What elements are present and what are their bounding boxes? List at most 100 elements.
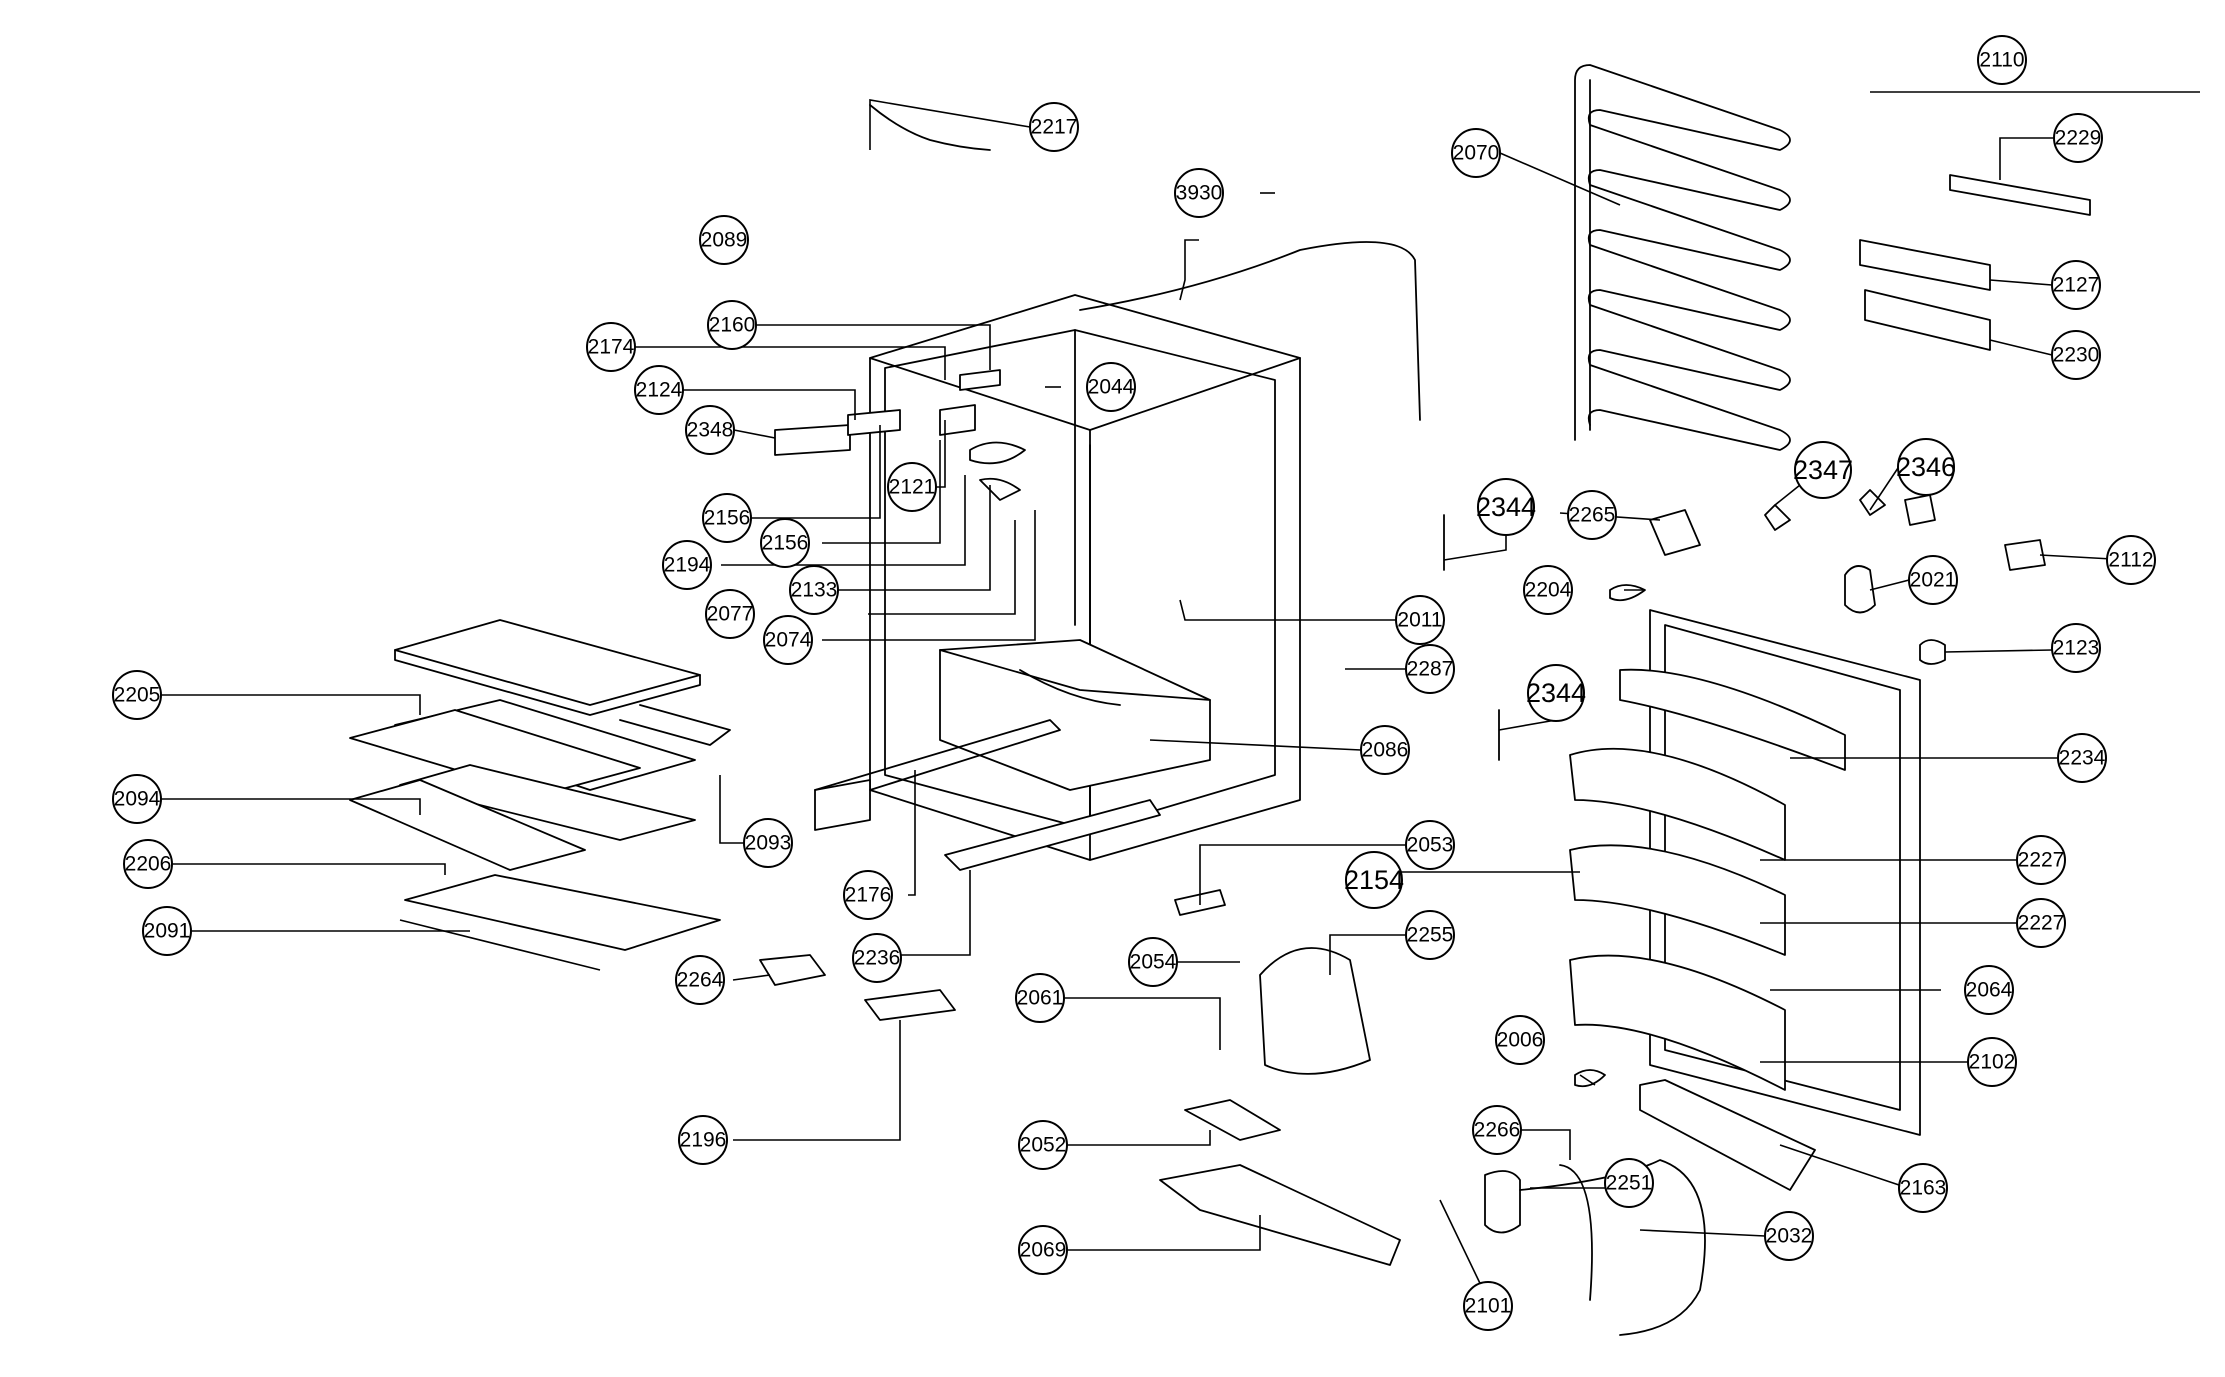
- svg-text:2086: 2086: [1362, 739, 1409, 762]
- svg-text:2251: 2251: [1606, 1172, 1653, 1195]
- svg-text:2127: 2127: [2053, 274, 2100, 297]
- svg-text:2089: 2089: [701, 229, 748, 252]
- svg-text:2236: 2236: [854, 947, 901, 970]
- svg-text:2091: 2091: [144, 920, 191, 943]
- svg-text:2124: 2124: [636, 379, 683, 402]
- svg-text:2133: 2133: [791, 579, 838, 602]
- callout-bubble: 2121: [887, 462, 937, 512]
- callout-bubble: 2156: [760, 518, 810, 568]
- callout-bubble: 2101: [1463, 1281, 1513, 1331]
- callout-bubble: 2348: [685, 405, 735, 455]
- callout-bubble: 2346: [1896, 438, 1956, 496]
- svg-text:2011: 2011: [1397, 609, 1442, 632]
- svg-text:2206: 2206: [125, 853, 172, 876]
- svg-text:2044: 2044: [1088, 376, 1135, 399]
- svg-text:2061: 2061: [1017, 987, 1064, 1010]
- svg-text:2093: 2093: [745, 832, 792, 855]
- svg-text:2255: 2255: [1407, 924, 1454, 947]
- door-assembly: [1569, 609, 1921, 1191]
- svg-text:2194: 2194: [664, 554, 711, 577]
- callout-bubble: 2094: [112, 774, 162, 824]
- callouts: 2217 3930 2089 2160 2174 2044 2124 2348 …: [112, 35, 2156, 1331]
- svg-text:2234: 2234: [2059, 747, 2106, 770]
- svg-text:2156: 2156: [762, 532, 809, 555]
- svg-text:2123: 2123: [2053, 637, 2100, 660]
- svg-text:2344: 2344: [1476, 492, 1536, 522]
- svg-text:2348: 2348: [687, 419, 734, 442]
- callout-bubble: 2344: [1476, 478, 1536, 536]
- small-hardware: [759, 174, 2091, 1088]
- crisper-drawer-2086: [939, 639, 1211, 791]
- callout-bubble: 2266: [1472, 1105, 1522, 1155]
- callout-bubble: 2176: [843, 870, 893, 920]
- svg-text:2006: 2006: [1497, 1029, 1544, 1052]
- svg-text:2287: 2287: [1407, 658, 1454, 681]
- callout-bubble: 2160: [707, 300, 757, 350]
- svg-text:2229: 2229: [2055, 127, 2102, 150]
- svg-text:2266: 2266: [1474, 1119, 1521, 1142]
- svg-text:2101: 2101: [1465, 1295, 1512, 1318]
- svg-text:2227: 2227: [2018, 849, 2065, 872]
- callout-bubble: 2174: [586, 322, 636, 372]
- callout-bubble: 2236: [852, 933, 902, 983]
- callout-bubble: 2227: [2016, 835, 2066, 885]
- callout-bubble: 2123: [2051, 623, 2101, 673]
- shelves: [349, 619, 731, 971]
- callout-bubble: 2006: [1495, 1015, 1545, 1065]
- callout-bubble: 2086: [1360, 725, 1410, 775]
- callout-bubble: 2070: [1451, 128, 1501, 178]
- svg-text:2102: 2102: [1969, 1051, 2016, 1074]
- callout-bubble: 2230: [2051, 330, 2101, 380]
- callout-bubble: 2205: [112, 670, 162, 720]
- callout-bubble: 2061: [1015, 973, 1065, 1023]
- callout-bubble: 2053: [1405, 820, 1455, 870]
- upper-parts: [774, 104, 1421, 501]
- svg-text:2112: 2112: [2108, 549, 2153, 572]
- svg-text:2070: 2070: [1453, 142, 1500, 165]
- svg-text:2064: 2064: [1966, 979, 2013, 1002]
- svg-text:2021: 2021: [1910, 569, 1957, 592]
- svg-text:2163: 2163: [1900, 1177, 1947, 1200]
- callout-bubble: 3930: [1174, 168, 1224, 218]
- callout-bubble: 2154: [1344, 851, 1404, 909]
- svg-text:2265: 2265: [1569, 504, 1616, 527]
- svg-text:2069: 2069: [1020, 1239, 1067, 1262]
- callout-bubble: 2196: [678, 1115, 728, 1165]
- callout-bubble: 2264: [675, 955, 725, 1005]
- svg-text:2344: 2344: [1526, 678, 1586, 708]
- svg-text:2205: 2205: [114, 684, 161, 707]
- svg-text:2053: 2053: [1407, 834, 1454, 857]
- callout-bubble: 2077: [705, 589, 755, 639]
- callout-bubble: 2287: [1405, 644, 1455, 694]
- compressor-and-base: [1159, 889, 1706, 1336]
- callout-bubble: 2206: [123, 839, 173, 889]
- svg-text:2052: 2052: [1020, 1134, 1067, 1157]
- callout-bubble: 2091: [142, 906, 192, 956]
- svg-text:2347: 2347: [1793, 455, 1853, 485]
- cooling-coil-2070: [1574, 64, 1791, 451]
- svg-text:3930: 3930: [1176, 182, 1223, 205]
- svg-text:2156: 2156: [704, 507, 751, 530]
- callout-bubble: 2163: [1898, 1163, 1948, 1213]
- callout-bubble: 2347: [1793, 441, 1853, 499]
- callout-bubble: 2074: [763, 615, 813, 665]
- callout-bubble: 2133: [789, 565, 839, 615]
- callout-bubble: 2064: [1964, 965, 2014, 1015]
- callout-bubble: 2021: [1908, 555, 1958, 605]
- svg-text:2174: 2174: [588, 336, 635, 359]
- base-rails: [814, 719, 1161, 871]
- svg-text:2176: 2176: [845, 884, 892, 907]
- callout-bubble: 2265: [1567, 490, 1617, 540]
- callout-bubble: 2229: [2053, 113, 2103, 163]
- callout-bubble: 2054: [1128, 937, 1178, 987]
- callout-bubble: 2110: [1977, 35, 2027, 85]
- callout-bubble: 2124: [634, 365, 684, 415]
- callout-bubble: 2089: [699, 215, 749, 265]
- callout-bubble: 2217: [1029, 102, 1079, 152]
- svg-text:2227: 2227: [2018, 912, 2065, 935]
- svg-text:2230: 2230: [2053, 344, 2100, 367]
- svg-text:2094: 2094: [114, 788, 161, 811]
- callout-bubble: 2011: [1395, 595, 1445, 645]
- svg-text:2032: 2032: [1766, 1225, 1813, 1248]
